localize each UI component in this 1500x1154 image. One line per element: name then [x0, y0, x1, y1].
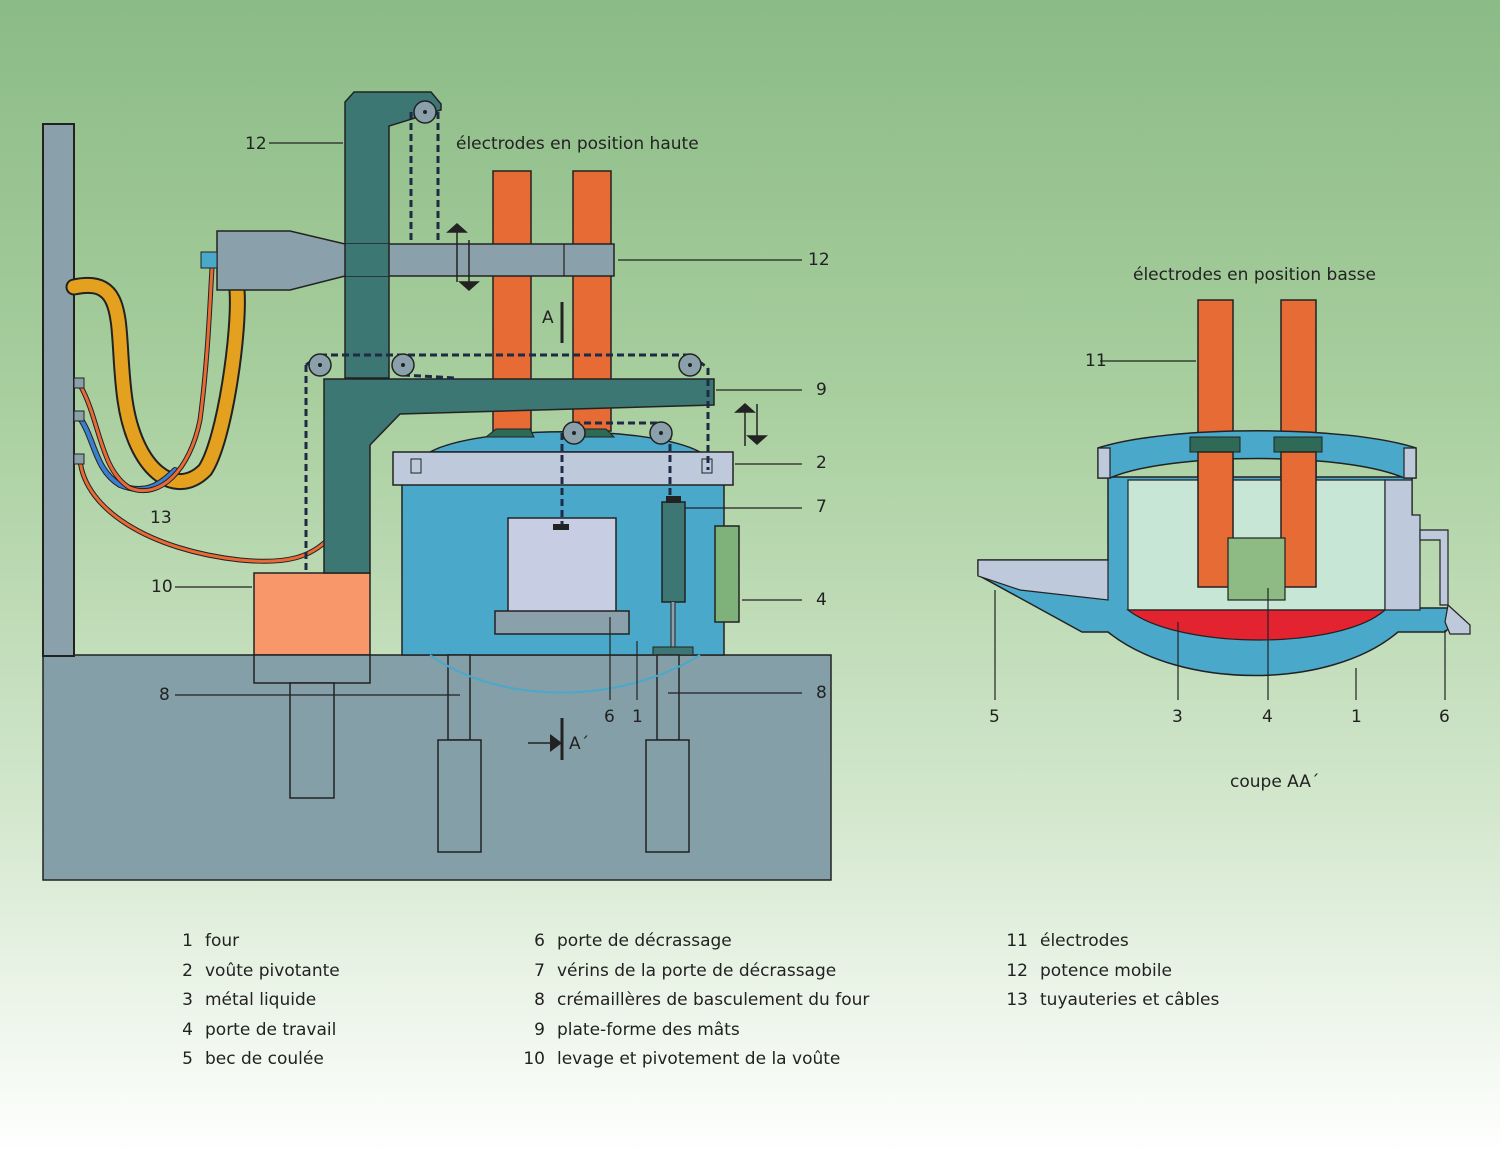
- section-work-door: [1384, 479, 1421, 611]
- legend-column-2: 6 porte de décrassage 7 vérins de la porte…: [522, 927, 869, 1075]
- section-view: électrodes en position basse: [977, 265, 1471, 792]
- legend-number: 13: [1006, 990, 1028, 1010]
- section-label-4: 4: [1262, 707, 1273, 727]
- section-label-3: 3: [1172, 707, 1183, 727]
- lifting-base: [253, 654, 371, 684]
- slag-door-jack: [661, 501, 686, 603]
- legend-text: tuyauteries et câbles: [1040, 990, 1220, 1010]
- legend-text: vérins de la porte de décrassage: [557, 960, 837, 981]
- hose-clamp: [73, 453, 85, 465]
- section-door-4: [1227, 537, 1286, 601]
- legend-column-3: 11 électrodes 12 potence mobile 13 tuyauter…: [1005, 927, 1219, 1016]
- legend-number: 3: [182, 990, 193, 1010]
- legend-number: 6: [534, 931, 545, 951]
- legend-number: 9: [534, 1019, 545, 1040]
- legend-text: métal liquide: [205, 990, 317, 1010]
- section-label-a: A: [542, 308, 554, 328]
- label-6: 6: [604, 707, 615, 727]
- legend-text: potence mobile: [1040, 960, 1172, 981]
- label-1: 1: [632, 707, 643, 727]
- legend-number: 7: [534, 960, 545, 981]
- support-post: [42, 123, 75, 657]
- legend-item: 5 bec de coulée: [175, 1045, 340, 1075]
- legend-number: 12: [1006, 960, 1028, 981]
- slag-door-sill: [494, 610, 630, 635]
- lifting-cables: [304, 112, 710, 573]
- hose-clamp: [73, 377, 85, 389]
- label-12-top: 12: [245, 134, 267, 154]
- section-label-a-prime: A´: [569, 734, 589, 754]
- arm-movement-arrow: [446, 222, 480, 292]
- mast-platform: [323, 378, 715, 574]
- legend-item: 4 porte de travail: [175, 1016, 340, 1046]
- legend-item: 2 voûte pivotante: [175, 957, 340, 987]
- pouring-spout: [977, 559, 1109, 601]
- legend-text: électrodes: [1040, 931, 1129, 951]
- section-label-5: 5: [989, 707, 1000, 727]
- legend-text: bec de coulée: [205, 1049, 324, 1069]
- legend-number: 10: [523, 1049, 545, 1069]
- label-13: 13: [150, 508, 172, 528]
- legend-number: 8: [534, 990, 545, 1010]
- legend-text: porte de décrassage: [557, 931, 732, 951]
- leader-lines: [175, 142, 802, 700]
- lifting-pivot-unit: [253, 572, 371, 656]
- legend-text: levage et pivotement de la voûte: [557, 1049, 841, 1069]
- legend-item: 7 vérins de la porte de décrassage: [522, 957, 869, 987]
- legend-number: 11: [1006, 931, 1028, 951]
- legend-item: 6 porte de décrassage: [522, 927, 869, 957]
- legend-text: crémaillères de basculement du four: [557, 990, 870, 1010]
- hose-clamp: [73, 410, 85, 422]
- label-9: 9: [816, 380, 827, 400]
- legend-item: 9 plate-forme des mâts: [522, 1016, 869, 1046]
- hoses-and-cables: [65, 265, 327, 564]
- furnace-bottom-arc: [429, 654, 701, 694]
- main-view-title: électrodes en position haute: [456, 134, 699, 154]
- slag-door: [507, 517, 617, 617]
- electrode-arm: [216, 230, 615, 291]
- legend-item: 12 potence mobile: [1005, 957, 1219, 987]
- legend-text: plate-forme des mâts: [557, 1019, 740, 1040]
- tilt-cylinder-left: [437, 739, 482, 853]
- legend-item: 11 électrodes: [1005, 927, 1219, 957]
- legend-text: porte de travail: [205, 1019, 337, 1040]
- legend-item: 8 crémaillères de basculement du four: [522, 986, 869, 1016]
- legend-number: 4: [182, 1019, 193, 1040]
- lifting-jack: [289, 682, 335, 799]
- legend-item: 10 levage et pivotement de la voûte: [522, 1045, 869, 1075]
- section-label-1: 1: [1351, 707, 1362, 727]
- mobile-mast: [344, 91, 442, 379]
- label-7: 7: [816, 497, 827, 517]
- label-8-right: 8: [816, 683, 827, 703]
- legend-item: 3 métal liquide: [175, 986, 340, 1016]
- section-caption: coupe AA´: [1230, 772, 1319, 792]
- label-10: 10: [151, 577, 173, 597]
- pulleys: [308, 100, 702, 445]
- legend-number: 1: [182, 931, 193, 951]
- main-view: électrodes en position haute 12 12 9 2 7…: [42, 91, 832, 881]
- arm-connector: [200, 251, 218, 269]
- section-leader-lines: [994, 360, 1446, 700]
- label-2: 2: [816, 453, 827, 473]
- platform-movement-arrow: [734, 402, 768, 446]
- legend-item: 1 four: [175, 927, 340, 957]
- section-view-title: électrodes en position basse: [1133, 265, 1376, 285]
- legend-text: voûte pivotante: [205, 960, 340, 981]
- legend-item: 13 tuyauteries et câbles: [1005, 986, 1219, 1016]
- section-roof: [1097, 430, 1417, 479]
- legend-number: 5: [182, 1049, 193, 1069]
- label-4: 4: [816, 590, 827, 610]
- label-12-right: 12: [808, 250, 830, 270]
- work-door: [714, 525, 740, 623]
- legend-text: four: [205, 931, 240, 951]
- legend-number: 2: [182, 960, 193, 981]
- section-label-11: 11: [1085, 351, 1107, 371]
- section-label-6: 6: [1439, 707, 1450, 727]
- label-8-left: 8: [159, 685, 170, 705]
- tilt-cylinder-right: [645, 739, 690, 853]
